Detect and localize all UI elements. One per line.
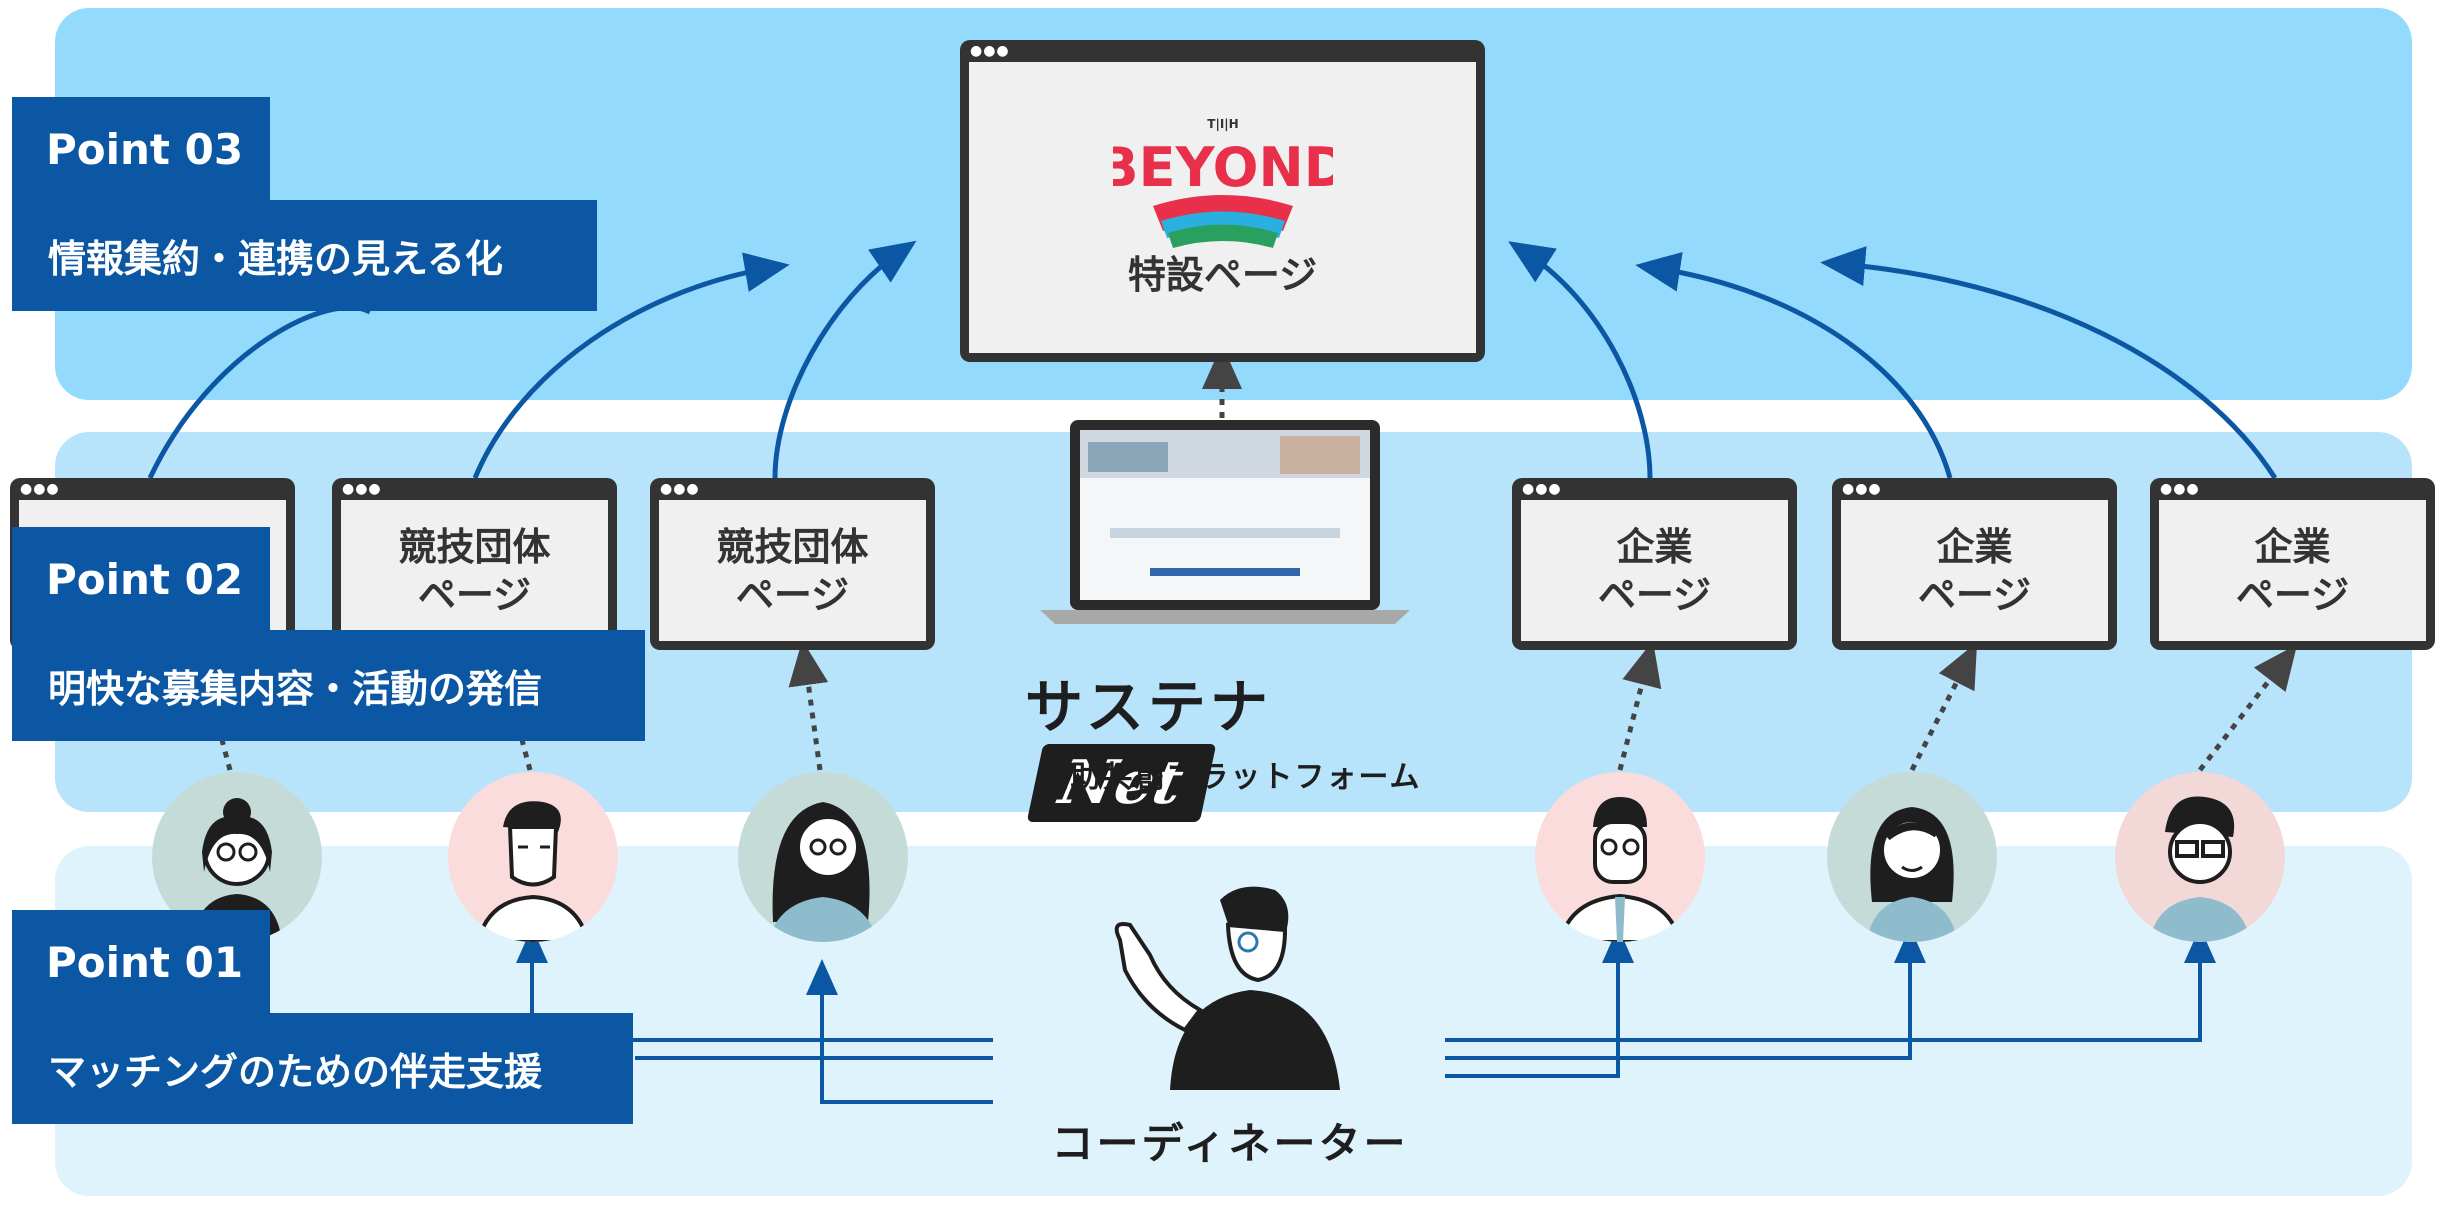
window-dots-icon: ●●● [660, 481, 700, 497]
company-page-line1: 企業 [1616, 524, 1693, 569]
coordinator-illustration-icon [1114, 886, 1340, 1090]
point03-head: Point 03 [12, 97, 270, 202]
sports-page-window[interactable]: ●●● 競技団体 ページ [332, 478, 617, 650]
sports-page-line2: ページ [417, 572, 532, 617]
point03-body: 情報集約・連携の見える化 [12, 200, 597, 311]
point02-body: 明快な募集内容・活動の発信 [12, 630, 645, 741]
laptop-icon [1040, 420, 1410, 624]
point01-head: Point 01 [12, 910, 270, 1015]
sports-page-line2: ページ [735, 572, 850, 617]
special-page-label: 特設ページ [1127, 253, 1318, 297]
window-dots-icon: ●●● [1522, 481, 1562, 497]
person-avatar-icon [1827, 772, 1997, 942]
person-avatar-icon [1535, 772, 1705, 942]
special-page-window[interactable]: ●●● T|I|H BEYOND 特設ページ [960, 40, 1485, 362]
sports-page-line1: 競技団体 [398, 524, 551, 569]
company-page-window[interactable]: ●●● 企業 ページ [2150, 478, 2435, 650]
window-dots-icon: ●●● [970, 43, 1010, 59]
company-page-line1: 企業 [2254, 524, 2331, 569]
beyond-logo-icon: T|I|H BEYOND [1113, 117, 1333, 248]
window-dots-icon: ●●● [342, 481, 382, 497]
brand-logo: サステナ Net [1025, 660, 1435, 822]
beyond-logo-text: BEYOND [1113, 136, 1333, 199]
brand-subtitle: 共助共創プラットフォーム [1038, 760, 1422, 795]
window-dots-icon: ●●● [2160, 481, 2200, 497]
point01-body: マッチングのための伴走支援 [12, 1013, 633, 1124]
person-avatar-icon [448, 772, 618, 942]
company-page-line1: 企業 [1936, 524, 2013, 569]
person-avatar-icon [738, 772, 908, 942]
person-avatar-icon [2115, 772, 2285, 942]
sports-page-window[interactable]: ●●● 競技団体 ページ [650, 478, 935, 650]
window-dots-icon: ●●● [20, 481, 60, 497]
window-dots-icon: ●●● [1842, 481, 1882, 497]
company-page-line2: ページ [1917, 572, 2032, 617]
company-page-line2: ページ [1597, 572, 1712, 617]
company-page-window[interactable]: ●●● 企業 ページ [1832, 478, 2117, 650]
brand-name: サステナ [1025, 673, 1272, 741]
point02-head: Point 02 [12, 527, 270, 632]
svg-text:T|I|H: T|I|H [1207, 117, 1238, 131]
company-page-window[interactable]: ●●● 企業 ページ [1512, 478, 1797, 650]
coordinator-label: コーディネーター [1051, 1119, 1409, 1168]
company-page-line2: ページ [2235, 572, 2350, 617]
sports-page-line1: 競技団体 [716, 524, 869, 569]
